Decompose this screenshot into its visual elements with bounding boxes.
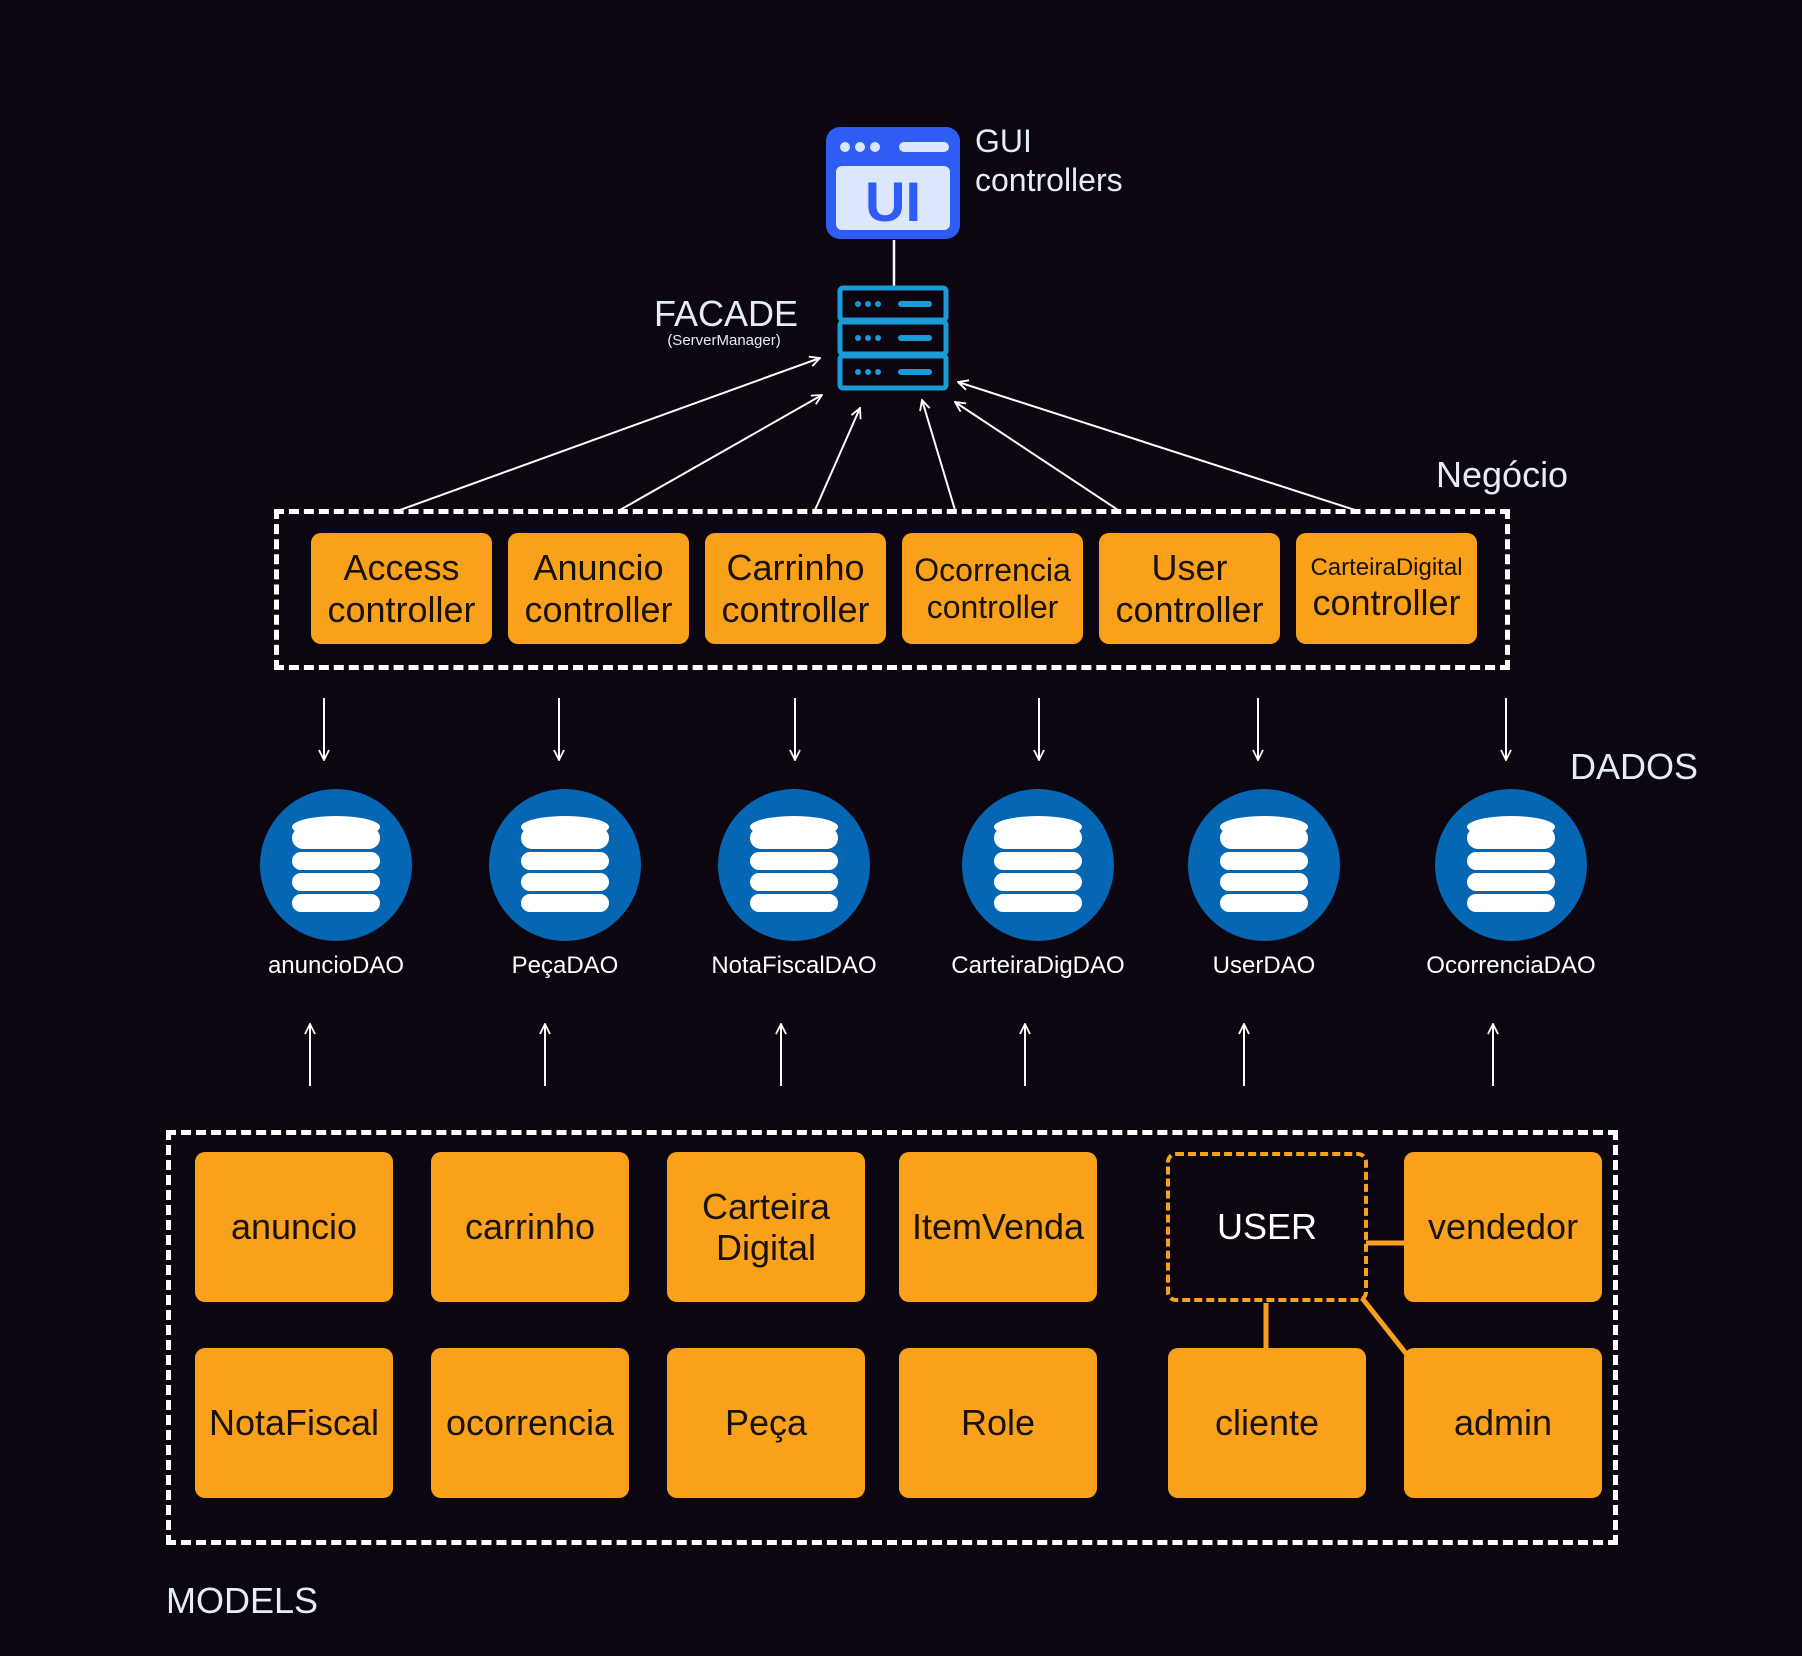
model-anuncio: anuncio bbox=[195, 1152, 393, 1302]
model-carteira-digital: Carteira Digital bbox=[667, 1152, 865, 1302]
database-icon bbox=[1188, 789, 1340, 941]
arrow-access-facade bbox=[399, 358, 820, 511]
model-cliente: cliente bbox=[1168, 1348, 1366, 1498]
facade-title: FACADE bbox=[654, 293, 799, 334]
models-layer-label: MODELS bbox=[166, 1580, 319, 1621]
model-user-abstract: USER bbox=[1166, 1152, 1368, 1302]
model-vendedor: vendedor bbox=[1404, 1152, 1602, 1302]
arrow-user-facade bbox=[955, 402, 1119, 511]
ui-icon-text: UI bbox=[865, 170, 921, 233]
model-carrinho: carrinho bbox=[431, 1152, 629, 1302]
model-notafiscal: NotaFiscal bbox=[195, 1348, 393, 1498]
carrinho-controller: Carrinho controller bbox=[705, 533, 886, 644]
access-controller: Access controller bbox=[311, 533, 492, 644]
ui-window-icon: UI bbox=[826, 127, 960, 239]
model-ocorrencia: ocorrencia bbox=[431, 1348, 629, 1498]
business-group bbox=[274, 509, 1510, 670]
controller-line2: controller bbox=[926, 588, 1059, 625]
controller-line1: Carrinho bbox=[726, 547, 865, 589]
arrow-carrinho-facade bbox=[814, 408, 860, 511]
dao-label: anuncioDAO bbox=[267, 952, 405, 979]
controller-line1: Anuncio bbox=[533, 547, 664, 589]
carteiradigital-controller: CarteiraDigital controller bbox=[1296, 533, 1477, 644]
database-icon bbox=[260, 789, 412, 941]
arrow-anuncio-facade bbox=[619, 395, 822, 511]
controller-line2: controller bbox=[1115, 588, 1264, 630]
model-peca: Peça bbox=[667, 1348, 865, 1498]
controller-line1: Ocorrencia bbox=[914, 551, 1071, 588]
user-admin-link bbox=[1360, 1296, 1410, 1358]
controller-line2: controller bbox=[524, 588, 673, 630]
controller-line2: controller bbox=[721, 588, 870, 630]
gui-title: GUI bbox=[975, 123, 1032, 159]
model-role: Role bbox=[899, 1348, 1097, 1498]
controller-line2: controller bbox=[327, 588, 476, 630]
dao-label: PeçaDAO bbox=[511, 952, 619, 979]
database-icon bbox=[1435, 789, 1587, 941]
business-layer-label: Negócio bbox=[1436, 454, 1569, 495]
dao-label: CarteiraDigDAO bbox=[951, 952, 1125, 979]
arrow-carteira-facade bbox=[958, 382, 1356, 511]
model-admin: admin bbox=[1404, 1348, 1602, 1498]
anuncio-controller: Anuncio controller bbox=[508, 533, 689, 644]
controller-line1: CarteiraDigital bbox=[1310, 554, 1463, 581]
facade-subtitle: (ServerManager) bbox=[667, 332, 781, 349]
dao-label: OcorrenciaDAO bbox=[1426, 952, 1596, 979]
model-itemvenda: ItemVenda bbox=[899, 1152, 1097, 1302]
controller-line2: controller bbox=[1312, 581, 1461, 623]
controller-line1: User bbox=[1151, 547, 1228, 589]
database-icon bbox=[962, 789, 1114, 941]
controller-line1: Access bbox=[343, 547, 460, 589]
database-icon bbox=[718, 789, 870, 941]
database-icon bbox=[489, 789, 641, 941]
arrow-ocorrencia-facade bbox=[922, 400, 956, 511]
user-controller: User controller bbox=[1099, 533, 1280, 644]
dao-label: NotaFiscalDAO bbox=[711, 952, 877, 979]
dao-label: UserDAO bbox=[1212, 952, 1316, 979]
gui-subtitle: controllers bbox=[975, 162, 1123, 198]
server-icon bbox=[837, 285, 949, 391]
model-carteira-line2: Digital bbox=[715, 1227, 817, 1268]
data-layer-label: DADOS bbox=[1570, 746, 1699, 787]
models-group bbox=[166, 1130, 1618, 1545]
ocorrencia-controller: Ocorrencia controller bbox=[902, 533, 1083, 644]
model-carteira-line1: Carteira bbox=[701, 1185, 831, 1227]
